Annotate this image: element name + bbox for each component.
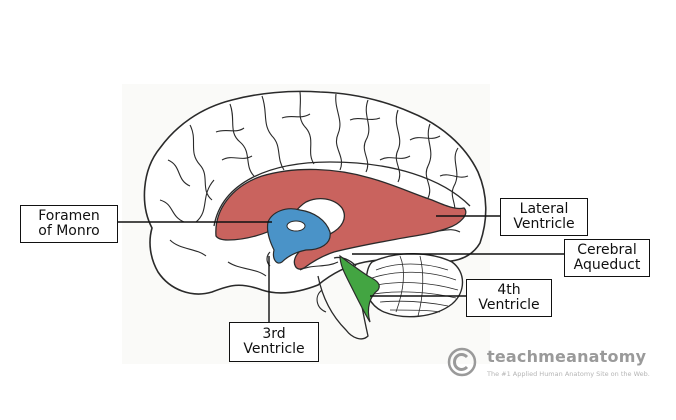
label-fourth-line1: 4th xyxy=(497,282,521,298)
copyright-logo-icon xyxy=(447,347,477,377)
label-third-ventricle: 3rd Ventricle xyxy=(229,322,319,362)
corpus-callosum xyxy=(213,161,471,227)
label-aqueduct-line2: Aqueduct xyxy=(573,257,641,273)
watermark-tagline: The #1 Applied Human Anatomy Site on the… xyxy=(487,370,650,378)
label-fourth-line2: Ventricle xyxy=(478,297,540,313)
label-lateral-line1: Lateral xyxy=(519,201,569,217)
cerebral-aqueduct xyxy=(333,256,357,267)
label-third-line2: Ventricle xyxy=(243,341,305,357)
pons-outline xyxy=(316,289,327,313)
label-third-line1: 3rd xyxy=(262,326,286,342)
label-lateral-ventricle: Lateral Ventricle xyxy=(500,198,588,236)
label-fourth-ventricle: 4th Ventricle xyxy=(466,279,552,317)
label-foramen-line1: Foramen xyxy=(38,208,100,224)
leader-lines xyxy=(116,215,564,322)
label-cerebral-aqueduct: Cerebral Aqueduct xyxy=(564,239,650,277)
fourth-ventricle xyxy=(339,254,380,323)
interthalamic-adhesion xyxy=(286,220,306,232)
label-lateral-line2: Ventricle xyxy=(513,216,575,232)
watermark-brand: teachmeanatomy xyxy=(487,347,647,366)
third-ventricle xyxy=(266,208,331,264)
label-aqueduct-line1: Cerebral xyxy=(577,242,637,258)
cerebellum-folia xyxy=(371,255,459,317)
label-foramen-line2: of Monro xyxy=(38,223,100,239)
label-foramen-of-monro: Foramen of Monro xyxy=(20,205,118,243)
cerebellum-outline xyxy=(364,253,464,318)
